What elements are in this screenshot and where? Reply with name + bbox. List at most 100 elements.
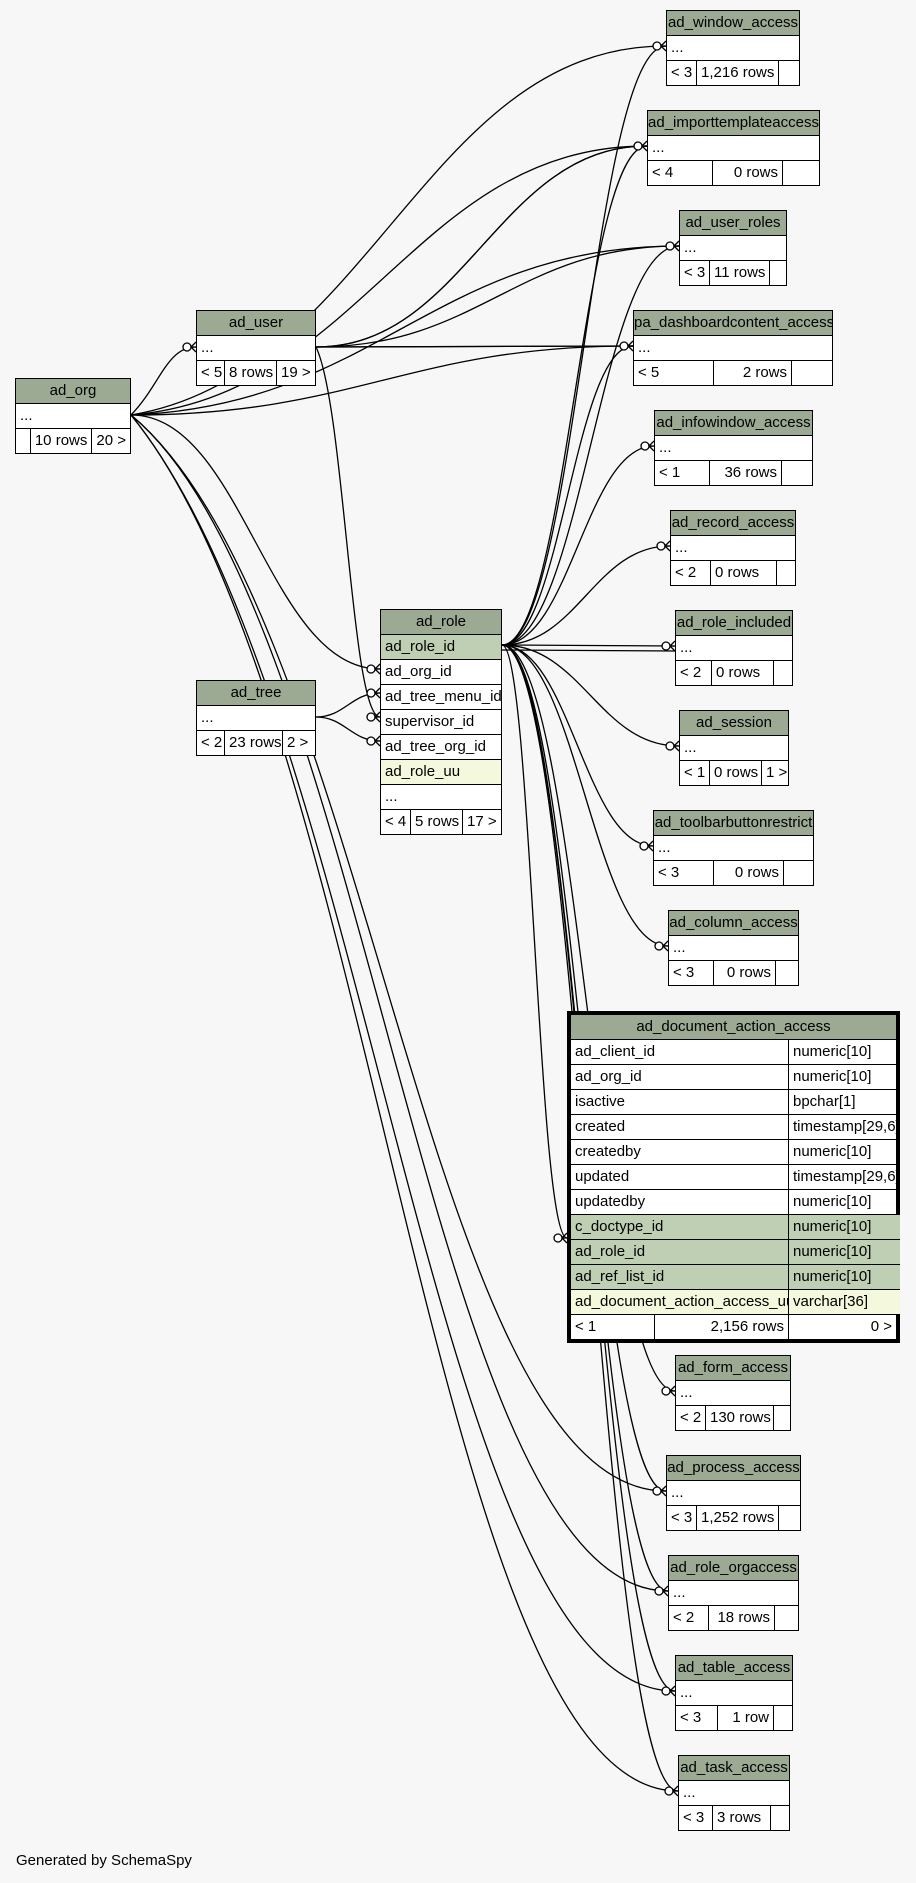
column-row: ... xyxy=(197,706,315,731)
table-ad_role[interactable]: ad_role ad_role_id ad_org_id ad_tree_men… xyxy=(380,609,502,835)
row-count: 130 rows xyxy=(706,1406,774,1430)
table-pa_dashboardcontent_access[interactable]: pa_dashboardcontent_access ... < 5 2 row… xyxy=(633,310,833,386)
relationship-crowfoot xyxy=(672,1785,679,1797)
parent-count: < 2 xyxy=(197,731,225,755)
child-count xyxy=(777,561,795,585)
table-ad_user_roles[interactable]: ad_user_roles ... < 3 11 rows xyxy=(679,210,787,286)
table-ad_toolbarbuttonrestrict[interactable]: ad_toolbarbuttonrestrict ... < 3 0 rows xyxy=(653,810,814,886)
column-ad_document_action_access_uu: ad_document_action_access_uu xyxy=(571,1290,788,1314)
relationship-edge xyxy=(501,445,655,646)
column-ad_org_id: ad_org_id xyxy=(381,660,501,685)
table-header: ad_infowindow_access xyxy=(655,411,812,436)
table-footer: < 4 5 rows 17 > xyxy=(381,810,501,834)
column-row: ... xyxy=(680,736,788,761)
table-ad_session[interactable]: ad_session ... < 1 0 rows 1 > xyxy=(679,710,789,786)
relationship-end-marker xyxy=(619,341,629,351)
relationship-edge xyxy=(130,414,676,1692)
relationship-crowfoot xyxy=(627,340,634,352)
table-ad_record_access[interactable]: ad_record_access ... < 2 0 rows xyxy=(670,510,796,586)
column-ad_tree_org_id: ad_tree_org_id xyxy=(381,735,501,760)
child-count xyxy=(784,861,813,885)
column-type: numeric[10] xyxy=(789,1240,900,1265)
column-row: ... xyxy=(197,336,315,361)
column-row: ... xyxy=(667,1481,800,1506)
relationship-end-marker xyxy=(366,664,376,674)
table-header: ad_document_action_access xyxy=(571,1015,896,1040)
table-footer: < 1 2,156 rows 0 > xyxy=(571,1314,896,1339)
table-footer: < 5 2 rows xyxy=(634,361,832,385)
relationship-end-marker xyxy=(665,241,675,251)
relationship-edge xyxy=(501,644,654,847)
row-count: 3 rows xyxy=(713,1806,771,1830)
relationship-end-marker xyxy=(366,688,376,698)
table-ad_task_access[interactable]: ad_task_access ... < 3 3 rows xyxy=(678,1755,790,1831)
parent-count: < 3 xyxy=(669,961,714,985)
table-ad_infowindow_access[interactable]: ad_infowindow_access ... < 1 36 rows xyxy=(654,410,813,486)
child-count: 19 > xyxy=(281,364,311,381)
table-ad_user[interactable]: ad_user ... < 5 8 rows 19 > xyxy=(196,310,316,386)
row-count: 11 rows xyxy=(710,261,770,285)
parent-count: < 3 xyxy=(667,61,697,85)
child-count xyxy=(782,461,812,485)
table-ad_tree[interactable]: ad_tree ... < 2 23 rows 2 > xyxy=(196,680,316,756)
row-count: 8 rows xyxy=(225,361,277,385)
child-count xyxy=(792,361,832,385)
row-count: 2,156 rows xyxy=(655,1315,789,1339)
row-count: 0 rows xyxy=(714,861,784,885)
parent-count: < 2 xyxy=(669,1606,709,1630)
table-header: ad_role_orgaccess xyxy=(669,1556,798,1581)
column-row: ... xyxy=(671,536,795,561)
column-row: ... xyxy=(676,1681,792,1706)
relationship-edge xyxy=(130,414,381,670)
parent-count: < 2 xyxy=(676,1406,706,1430)
relationship-end-marker xyxy=(661,641,671,651)
relationship-end-marker xyxy=(664,1786,674,1796)
relationship-end-marker xyxy=(366,712,376,722)
child-count: 17 > xyxy=(467,813,497,830)
parent-count: < 3 xyxy=(679,1806,713,1830)
column-type: numeric[10] xyxy=(789,1215,900,1240)
table-ad_table_access[interactable]: ad_table_access ... < 3 1 row xyxy=(675,1655,793,1731)
table-ad_role_orgaccess[interactable]: ad_role_orgaccess ... < 2 18 rows xyxy=(668,1555,799,1631)
table-ad_form_access[interactable]: ad_form_access ... < 2 130 rows xyxy=(675,1355,791,1431)
table-ad_role_included[interactable]: ad_role_included ... < 2 0 rows xyxy=(675,610,793,686)
relationship-crowfoot xyxy=(660,1485,667,1497)
table-ad_window_access[interactable]: ad_window_access ... < 3 1,216 rows xyxy=(666,10,800,86)
table-footer: < 3 1 row xyxy=(676,1706,792,1730)
relationship-edge xyxy=(130,345,634,416)
parent-count: < 1 xyxy=(655,461,710,485)
relationship-crowfoot xyxy=(641,140,648,152)
table-header: ad_user xyxy=(197,311,315,336)
relationship-crowfoot xyxy=(669,1385,676,1397)
relationship-end-marker xyxy=(633,141,643,151)
table-footer: < 1 0 rows 1 > xyxy=(680,761,788,785)
relationship-crowfoot xyxy=(190,341,197,353)
table-ad_org[interactable]: ad_org ... 10 rows 20 > xyxy=(15,378,131,454)
relationship-edge xyxy=(501,545,671,646)
table-header: ad_tree xyxy=(197,681,315,706)
column-type: numeric[10] xyxy=(789,1140,900,1165)
table-ad_column_access[interactable]: ad_column_access ... < 3 0 rows xyxy=(668,910,799,986)
column-created: created xyxy=(571,1115,788,1140)
child-count: 1 > xyxy=(766,764,788,781)
column-ad_client_id: ad_client_id xyxy=(571,1040,788,1065)
child-count: 0 > xyxy=(870,1318,892,1335)
column-type: varchar[36] xyxy=(789,1290,900,1314)
table-ad_process_access[interactable]: ad_process_access ... < 3 1,252 rows xyxy=(666,1455,801,1531)
relationship-crowfoot xyxy=(647,840,654,852)
column-row: ... xyxy=(16,404,130,429)
relationship-crowfoot xyxy=(662,1585,669,1597)
child-count xyxy=(776,961,798,985)
relationship-crowfoot xyxy=(673,740,680,752)
relationship-crowfoot xyxy=(561,1232,568,1244)
table-header: pa_dashboardcontent_access xyxy=(634,311,832,336)
column-types: numeric[10]numeric[10]bpchar[1]timestamp… xyxy=(789,1040,900,1314)
table-ad_importtemplateaccess[interactable]: ad_importtemplateaccess ... < 4 0 rows xyxy=(647,110,820,186)
relationship-crowfoot xyxy=(673,240,680,252)
table-footer: < 2 18 rows xyxy=(669,1606,798,1630)
relationship-crowfoot xyxy=(374,735,381,747)
relationship-crowfoot xyxy=(374,663,381,675)
table-footer: < 4 0 rows xyxy=(648,161,819,185)
